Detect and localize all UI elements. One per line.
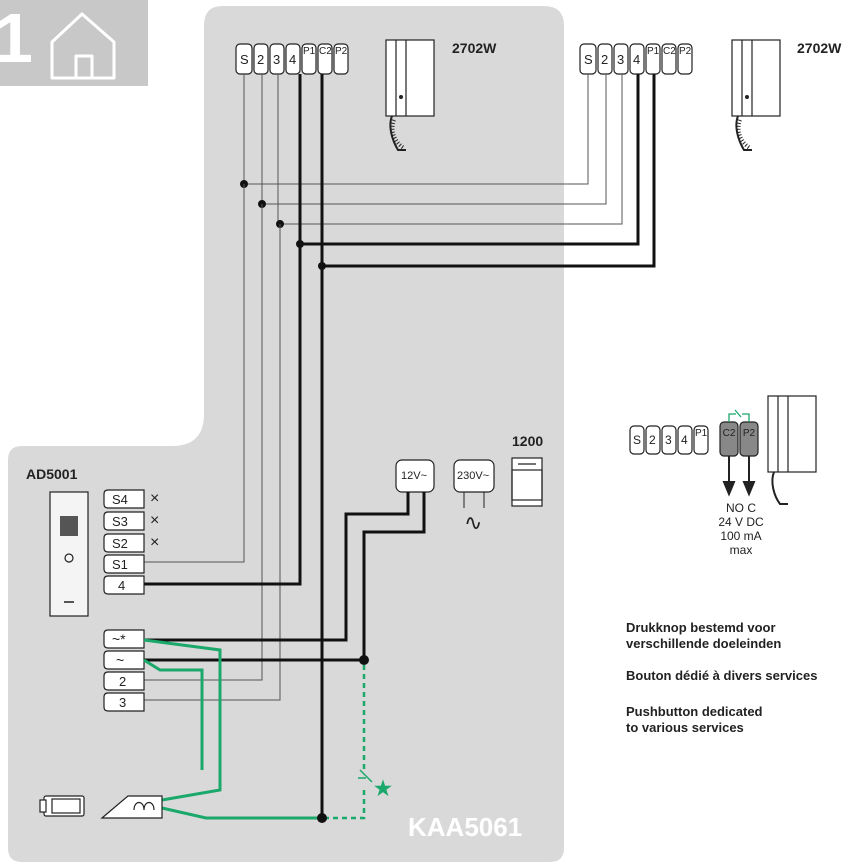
door-terminal-label: S3 — [112, 514, 128, 529]
spec-line: NO C — [726, 501, 756, 515]
thin-wires-vertical — [144, 184, 281, 701]
power-supply-1200 — [511, 457, 543, 507]
terminal-label: 3 — [273, 52, 281, 67]
terminal-strip-right — [579, 43, 693, 75]
terminal-label: S — [633, 433, 642, 447]
model-label-door-panel: AD5001 — [26, 466, 78, 482]
installation-code: KAA5061 — [408, 812, 523, 842]
door-terminal-label: S1 — [112, 557, 128, 572]
input-voltage-label: 230V~ — [457, 470, 490, 482]
spec-line: max — [729, 543, 753, 557]
model-label-left: 2702W — [452, 40, 497, 56]
terminal-label: 4 — [289, 52, 297, 67]
door-terminal-state: × — [150, 490, 160, 507]
terminal-label: S — [240, 52, 249, 67]
caption-en-line2: to various services — [626, 720, 744, 735]
terminal-label: P2 — [679, 46, 692, 57]
terminal-label: S — [584, 52, 593, 67]
terminal-label: P2 — [742, 428, 756, 439]
corner-tab — [0, 0, 148, 86]
terminal-label: P1 — [695, 428, 708, 439]
supply-terminal-label: ~* — [112, 631, 126, 647]
thick-wires-vertical — [144, 244, 324, 818]
terminal-label: 2 — [649, 433, 656, 447]
detail-terminal-strip — [629, 421, 759, 457]
terminal-label: 2 — [257, 52, 265, 67]
terminal-label: 2 — [601, 52, 609, 67]
supply-terminal-label: ~ — [116, 652, 125, 668]
door-terminal-label: S2 — [112, 536, 128, 551]
spec-line: 24 V DC — [718, 515, 764, 529]
detail-arrows — [722, 456, 756, 497]
door-terminals — [103, 489, 145, 712]
caption-fr: Bouton dédié à divers services — [626, 668, 818, 683]
terminal-label: P1 — [647, 46, 660, 57]
thin-wires-top — [243, 74, 623, 225]
terminal-label: 3 — [665, 433, 672, 447]
door-opener-icon — [100, 795, 163, 819]
junction-dot-supply — [359, 655, 369, 665]
terminal-label: C2 — [722, 428, 736, 439]
green-wires — [143, 638, 322, 820]
terminal-label: P1 — [303, 46, 316, 57]
door-terminal-state: × — [150, 512, 160, 529]
door-lock-icon — [39, 795, 85, 817]
door-terminal-state: × — [150, 534, 160, 551]
kaa5061-panel — [8, 6, 564, 862]
junction-dot-bottom — [317, 813, 327, 823]
ac-symbol: ∿ — [464, 510, 483, 535]
pushbutton-switch — [358, 769, 373, 783]
ac-input-wires — [463, 492, 485, 508]
supply-terminal-label: 2 — [119, 674, 127, 689]
terminal-label: 4 — [681, 433, 688, 447]
handset-icon-right — [731, 39, 781, 151]
model-label-right: 2702W — [797, 40, 842, 56]
door-panel-ad5001 — [49, 491, 89, 617]
output-voltage-label: 12V~ — [401, 470, 427, 482]
pushbutton-star-icon: ★ — [374, 778, 392, 800]
home-icon — [50, 12, 116, 80]
thick-wires-top — [298, 74, 656, 268]
section-number: 1 — [0, 0, 33, 77]
green-dashed-wire — [322, 665, 366, 820]
handset-icon-left — [385, 39, 435, 151]
terminal-strip-left — [235, 43, 349, 75]
terminal-label: 3 — [617, 52, 625, 67]
model-label-power: 1200 — [512, 433, 544, 449]
door-terminal-label: S4 — [112, 492, 128, 507]
terminal-label: 4 — [633, 52, 641, 67]
handset-icon-detail — [767, 395, 817, 505]
caption-nl-line1: Drukknop bestemd voor — [626, 620, 776, 635]
caption-nl-line2: verschillende doeleinden — [626, 636, 782, 651]
caption-en-line1: Pushbutton dedicated — [626, 704, 763, 719]
power-terminals — [395, 459, 495, 493]
supply-terminal-label: 3 — [119, 695, 127, 710]
contact-spec: NO C 24 V DC 100 mA max — [700, 501, 782, 557]
detail-contact — [728, 409, 750, 422]
door-terminal-label: 4 — [118, 578, 126, 593]
supply-wires — [144, 492, 426, 662]
spec-line: 100 mA — [720, 529, 762, 543]
terminal-label: P2 — [335, 46, 348, 57]
terminal-label: C2 — [319, 46, 332, 57]
terminal-label: C2 — [663, 46, 676, 57]
